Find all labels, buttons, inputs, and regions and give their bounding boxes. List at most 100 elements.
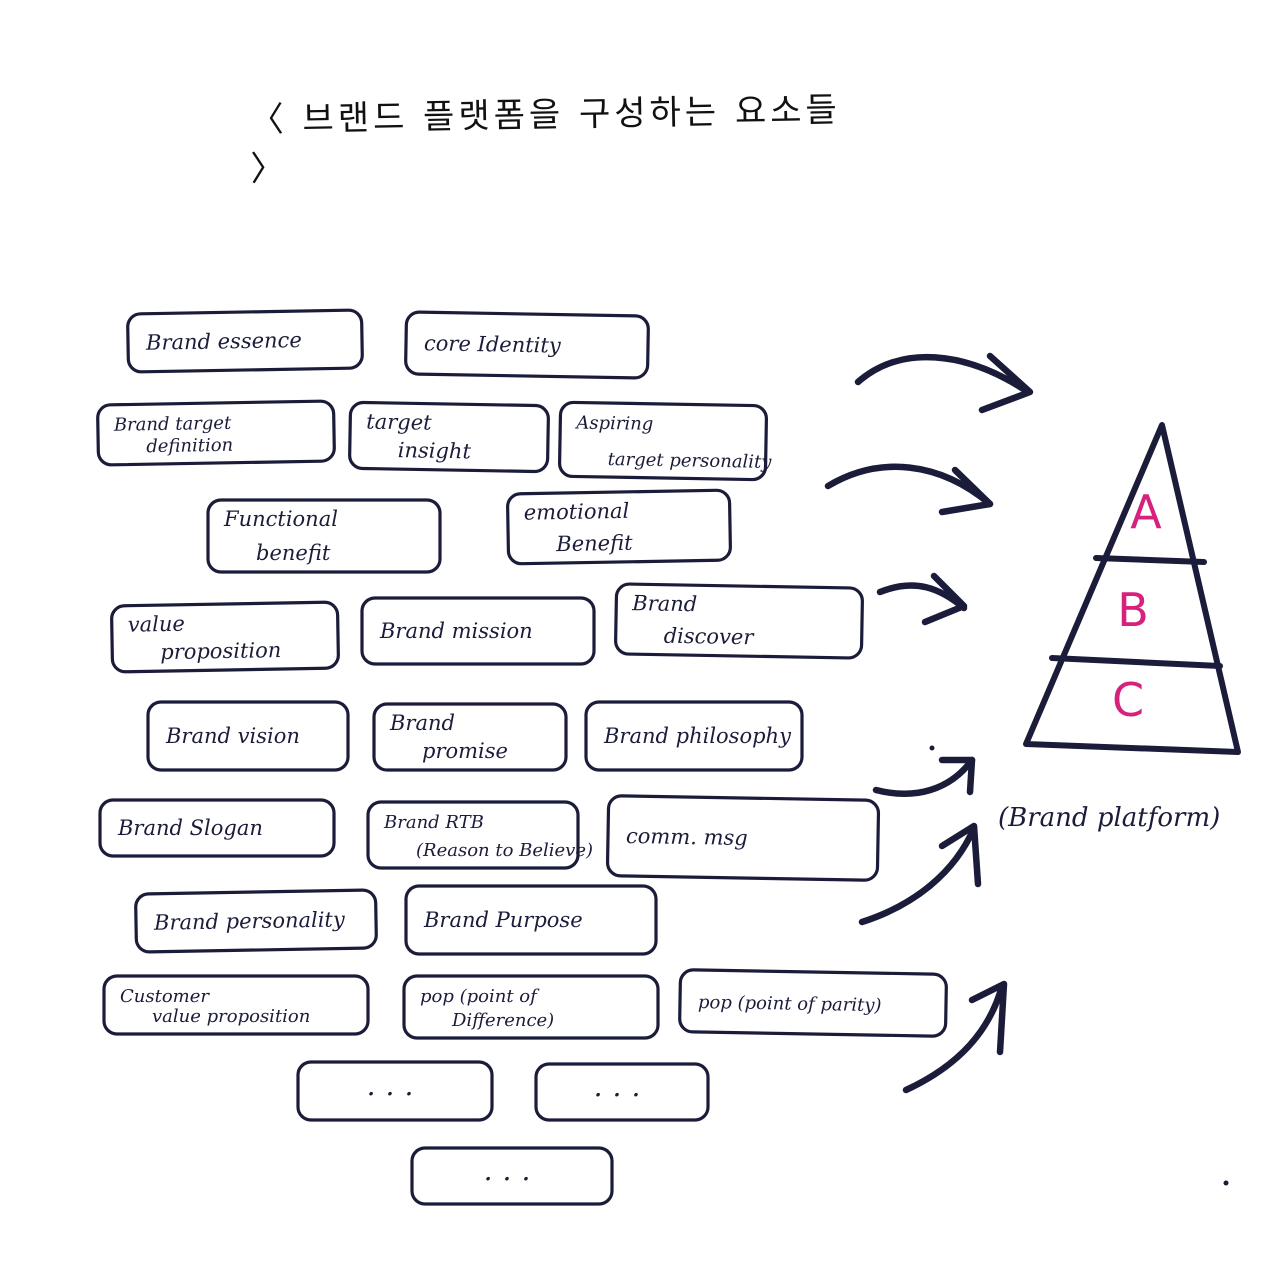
element-box-frame — [96, 399, 336, 467]
brand-platform-pyramid: A B C — [1023, 422, 1241, 755]
element-box-frame — [678, 968, 948, 1038]
element-box-brand-essence: Brand essence — [126, 308, 364, 374]
element-box-functional-benefit: Functional benefit — [206, 498, 442, 574]
element-box-brand-purpose: Brand Purpose — [404, 884, 658, 956]
element-box-frame — [126, 308, 364, 374]
element-box-target-insight: target insight — [348, 400, 550, 474]
element-box-brand-vision: Brand vision — [146, 700, 350, 772]
element-box-brand-personality: Brand personality — [134, 888, 378, 954]
element-box-frame — [605, 794, 881, 882]
element-box-text: pop (point of — [420, 986, 540, 1007]
element-box-text: Brand Purpose — [423, 908, 583, 932]
arrows — [824, 352, 1034, 1094]
element-box-text: Functional — [223, 507, 338, 531]
element-box-text: ... — [484, 1154, 541, 1187]
brand-platform-label: (Brand platform) — [998, 803, 1220, 833]
element-box-text: Difference) — [451, 1010, 554, 1031]
pyramid-outline — [1023, 422, 1241, 755]
element-box-text: value — [128, 612, 185, 637]
element-box-frame — [98, 798, 336, 858]
element-box-frame — [506, 488, 732, 566]
element-box-frame — [404, 310, 650, 380]
element-box-text: (Reason to Believe) — [416, 840, 593, 861]
arrow-6 — [902, 980, 1008, 1094]
element-box-text: discover — [664, 624, 756, 650]
element-box-brand-slogan: Brand Slogan — [98, 798, 336, 858]
element-box-frame — [110, 600, 340, 674]
element-box-text: proposition — [160, 638, 281, 664]
element-box-text: benefit — [256, 541, 331, 565]
arrow-2 — [824, 463, 994, 516]
pyramid-tier-c: C — [1112, 673, 1144, 727]
element-box-text: ... — [367, 1069, 424, 1102]
element-box-frame — [206, 498, 442, 574]
stray-dot-corner — [1223, 1180, 1229, 1186]
element-box-text: Brand essence — [145, 328, 302, 355]
element-box-more-1: ... — [296, 1060, 494, 1122]
element-box-frame — [404, 884, 658, 956]
element-box-text: pop (point of parity) — [698, 992, 882, 1016]
element-box-brand-discover: Brand discover — [614, 582, 864, 660]
element-box-more-3: ... — [410, 1146, 614, 1206]
element-box-text: Brand philosophy — [603, 724, 792, 748]
element-box-more-2: ... — [534, 1062, 710, 1122]
element-box-text: target — [366, 410, 432, 435]
element-box-pop: pop (point of parity) — [678, 968, 948, 1038]
pyramid-divider-top — [1093, 555, 1207, 565]
element-box-text: Customer — [120, 986, 210, 1007]
element-box-frame — [366, 800, 580, 870]
arrow-5 — [858, 822, 982, 926]
stray-dot — [929, 745, 935, 751]
element-box-text: core Identity — [424, 331, 562, 357]
element-box-text: ... — [594, 1070, 651, 1103]
element-box-frame — [584, 700, 804, 772]
element-box-frame — [402, 974, 660, 1040]
arrow-4 — [872, 756, 976, 797]
element-box-frame — [146, 700, 350, 772]
element-box-text: Brand personality — [153, 907, 346, 934]
arrow-1 — [854, 352, 1034, 414]
element-box-text: value proposition — [152, 1006, 310, 1027]
element-box-text: Aspiring — [574, 412, 653, 434]
element-box-text: emotional — [524, 499, 630, 525]
element-box-text: Brand mission — [379, 619, 533, 643]
pyramid-tier-b: B — [1117, 583, 1149, 637]
element-box-aspiring-target-personality: Aspiring target personality — [557, 400, 772, 482]
element-box-frame — [102, 974, 370, 1036]
element-box-text: target personality — [607, 449, 772, 473]
element-box-text: definition — [146, 435, 233, 458]
element-box-text: insight — [398, 438, 472, 463]
element-box-brand-mission: Brand mission — [360, 596, 596, 666]
element-box-frame — [348, 400, 550, 474]
element-box-text: Brand — [631, 591, 697, 616]
element-box-brand-rtb: Brand RTB (Reason to Believe) — [366, 800, 593, 870]
element-box-text: comm. msg — [626, 824, 748, 850]
element-box-text: Brand Slogan — [117, 816, 263, 840]
element-box-frame — [372, 702, 568, 772]
element-box-frame — [557, 400, 769, 482]
element-box-frame — [410, 1146, 614, 1206]
element-box-pod: pop (point of Difference) — [402, 974, 660, 1040]
pyramid-divider-bottom — [1049, 655, 1223, 669]
arrow-3 — [876, 572, 968, 626]
element-box-text: Brand vision — [165, 724, 300, 748]
element-box-text: Brand RTB — [383, 812, 484, 833]
element-box-frame — [534, 1062, 710, 1122]
element-box-frame — [134, 888, 378, 954]
element-box-frame — [296, 1060, 494, 1122]
element-box-frame — [614, 582, 864, 660]
element-box-comm-msg: comm. msg — [605, 794, 881, 882]
element-box-core-identity: core Identity — [404, 310, 650, 380]
element-box-brand-philosophy: Brand philosophy — [584, 700, 804, 772]
element-box-frame — [360, 596, 596, 666]
element-box-text: Brand — [389, 711, 455, 735]
pyramid-tier-a: A — [1130, 485, 1162, 539]
